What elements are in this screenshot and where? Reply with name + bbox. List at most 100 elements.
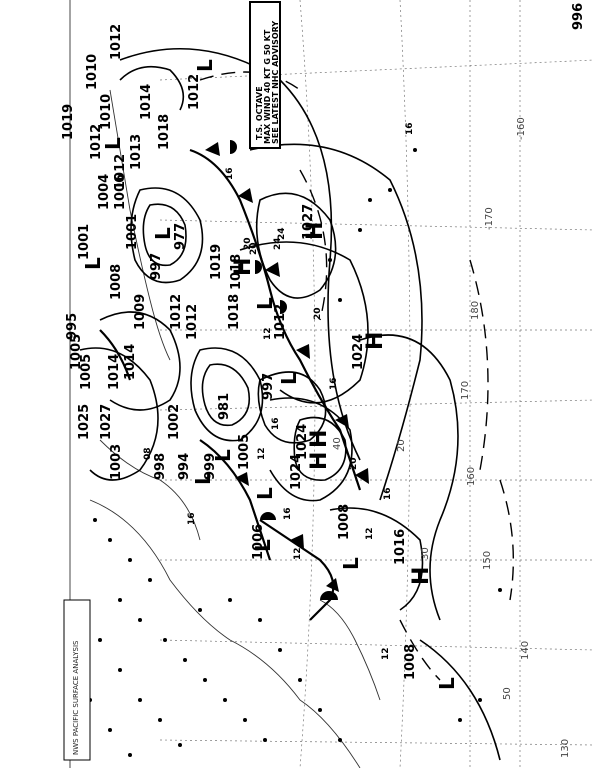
grid-label: 150 xyxy=(482,551,493,570)
isobar-label: 1005 xyxy=(237,434,252,470)
fronts xyxy=(99,140,369,621)
wind-speed: 20 xyxy=(249,242,259,255)
wind-speed: 20 xyxy=(243,237,253,250)
isobar-label: 1004 xyxy=(97,174,112,210)
wind-speed: 16 xyxy=(283,507,293,520)
isobar-label: 1027 xyxy=(99,404,114,440)
isobar-label: 1010 xyxy=(99,94,114,130)
low-symbol: L xyxy=(253,297,277,310)
low-symbol: L xyxy=(253,487,277,500)
grid-label: 40 xyxy=(332,437,343,450)
high-symbol: H xyxy=(307,452,332,470)
high-symbol: H xyxy=(363,332,388,350)
isobar-label: 1027 xyxy=(301,204,316,240)
low-symbol: L xyxy=(101,137,125,150)
isobar-label: 1005 xyxy=(69,334,84,370)
grid-label: -170 xyxy=(484,207,495,230)
isobar-label: 1008 xyxy=(337,504,352,540)
grid-label: 180 xyxy=(470,301,481,320)
isobar-label: 1018 xyxy=(227,294,242,330)
grid-label: 30 xyxy=(420,547,431,560)
isobar-label: 1018 xyxy=(157,114,172,150)
isobar-label: 1008 xyxy=(403,644,418,680)
wind-speed: 20 xyxy=(349,457,359,470)
isobar-label: 1006 xyxy=(251,524,266,560)
isobar-label: 1024 xyxy=(289,454,304,490)
grid-label: 140 xyxy=(520,641,531,660)
low-symbol: L xyxy=(435,677,459,690)
isobar-label: 1014 xyxy=(123,344,138,380)
low-symbol: L xyxy=(191,472,215,485)
isobar-label: 981 xyxy=(217,393,232,420)
wind-speed: 12 xyxy=(257,447,267,460)
wind-speed: 16 xyxy=(271,417,281,430)
isobar-label: 1012 xyxy=(185,304,200,340)
isobar-labels: 1019 1012 1010 1010 1012 1012 1014 1018 … xyxy=(61,3,586,680)
advisory-line1: T.S. OCTAVE xyxy=(255,86,264,140)
isobar-label: 1009 xyxy=(133,294,148,330)
wind-speeds: 16 20 24 16 20 12 16 16 16 12 12 08 20 2… xyxy=(143,122,415,660)
isobar-label: 995 xyxy=(65,313,80,340)
grid-label: 50 xyxy=(502,687,513,700)
advisory-box: T.S. OCTAVE MAX WIND 40 KT G 50 KT SEE L… xyxy=(249,1,281,149)
low-symbol: L xyxy=(211,449,235,462)
station-observations xyxy=(88,148,502,757)
low-symbol: L xyxy=(277,372,301,385)
high-symbol: H xyxy=(231,258,256,276)
low-symbol: L xyxy=(251,539,275,552)
grid-label: 130 xyxy=(560,739,571,758)
isobars xyxy=(79,47,501,761)
low-symbol: L xyxy=(193,59,217,72)
isobar-label: 1002 xyxy=(167,404,182,440)
isobar-label: 1006 xyxy=(113,174,128,210)
isobar-label: 1013 xyxy=(129,134,144,170)
isobar-label: 1012 xyxy=(89,124,104,160)
advisory-line2: MAX WIND 40 KT G 50 KT xyxy=(263,29,272,144)
isobar-label: 1005 xyxy=(79,354,94,390)
isobar-label: 1003 xyxy=(109,444,124,480)
isobar-label: 1014 xyxy=(139,84,154,120)
isobar-label: 977 xyxy=(173,223,188,250)
footer-text: NWS PACIFIC SURFACE ANALYSIS xyxy=(72,640,80,755)
grid-labels: -160 -170 180 170 160 150 140 130 20 30 … xyxy=(332,117,571,758)
high-symbol: H xyxy=(307,430,332,448)
wind-speed: 12 xyxy=(293,547,303,560)
low-symbol: L xyxy=(151,227,175,240)
wind-speed: 12 xyxy=(365,527,375,540)
isobar-label: 1019 xyxy=(209,244,224,280)
isobar-label: 1008 xyxy=(109,264,124,300)
wind-speed: 20 xyxy=(313,307,323,320)
isobar-label: 1012 xyxy=(187,74,202,110)
isobar-label: 1018 xyxy=(229,254,244,290)
isobar-label: 996 xyxy=(571,3,586,30)
high-symbol: H xyxy=(409,567,434,585)
isobar-label: 1001 xyxy=(125,214,140,250)
isobar-label: 1010 xyxy=(85,54,100,90)
advisory-line3: SEE LATEST NHC ADVISORY xyxy=(271,21,280,144)
isobar-label: 999 xyxy=(203,453,218,480)
wind-speed: 16 xyxy=(187,512,197,525)
isobar-label: 998 xyxy=(153,453,168,480)
isobar-label: 1014 xyxy=(107,354,122,390)
isobar-label: 1024 xyxy=(295,424,310,460)
wind-speed: 16 xyxy=(383,487,393,500)
wind-speed: 24 xyxy=(273,237,283,250)
grid-label: 170 xyxy=(460,381,471,400)
high-symbol: H xyxy=(303,222,328,240)
wind-speed: 12 xyxy=(381,647,391,660)
high-centers: H H H H H H xyxy=(231,222,434,585)
grid-label: -160 xyxy=(516,117,527,140)
wind-speed: 16 xyxy=(405,122,415,135)
isobar-label: 1012 xyxy=(273,304,288,340)
footer-box: NWS PACIFIC SURFACE ANALYSIS xyxy=(63,599,91,761)
isobar-label: 1025 xyxy=(77,404,92,440)
isobar-label: 1012 xyxy=(109,24,124,60)
grid-label: 20 xyxy=(396,439,407,452)
troughs xyxy=(199,71,515,681)
isobar-label: 997 xyxy=(261,373,276,400)
isobar-label: 1024 xyxy=(351,334,366,370)
isobar-label: 1012 xyxy=(169,294,184,330)
low-centers: L L L L L L L L L L L L xyxy=(81,59,459,690)
graticule xyxy=(159,0,594,768)
